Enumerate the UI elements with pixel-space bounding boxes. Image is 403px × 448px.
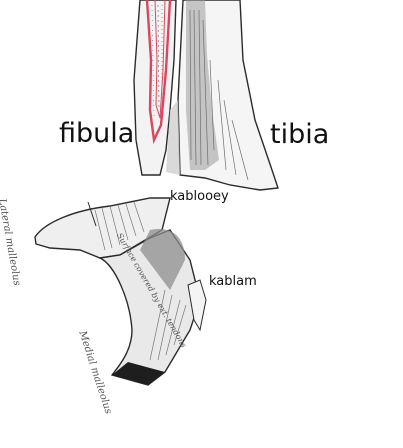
fibula-shaft	[133, 0, 177, 176]
ankle-bones	[34, 197, 207, 386]
ankle-shadow	[140, 229, 185, 290]
kablooey-label: kablooey	[170, 189, 229, 204]
lateral-malleolus	[34, 197, 171, 259]
fibula-red-outline	[145, 0, 172, 145]
leg-shafts	[133, 0, 279, 191]
interosseous-shadow	[166, 100, 180, 175]
body-hatching	[149, 289, 187, 361]
fibula-label: fibula	[59, 118, 135, 149]
medial-dark-edge	[112, 362, 165, 385]
medial-edge-fragment	[187, 279, 207, 332]
lateral-hatching	[94, 201, 145, 251]
kablam-label: kablam	[209, 274, 257, 289]
fibula-stipple	[151, 4, 163, 121]
tibia-hatching	[189, 9, 249, 181]
fibula-red-inner	[154, 0, 166, 119]
tibia-label: tibia	[270, 119, 330, 150]
